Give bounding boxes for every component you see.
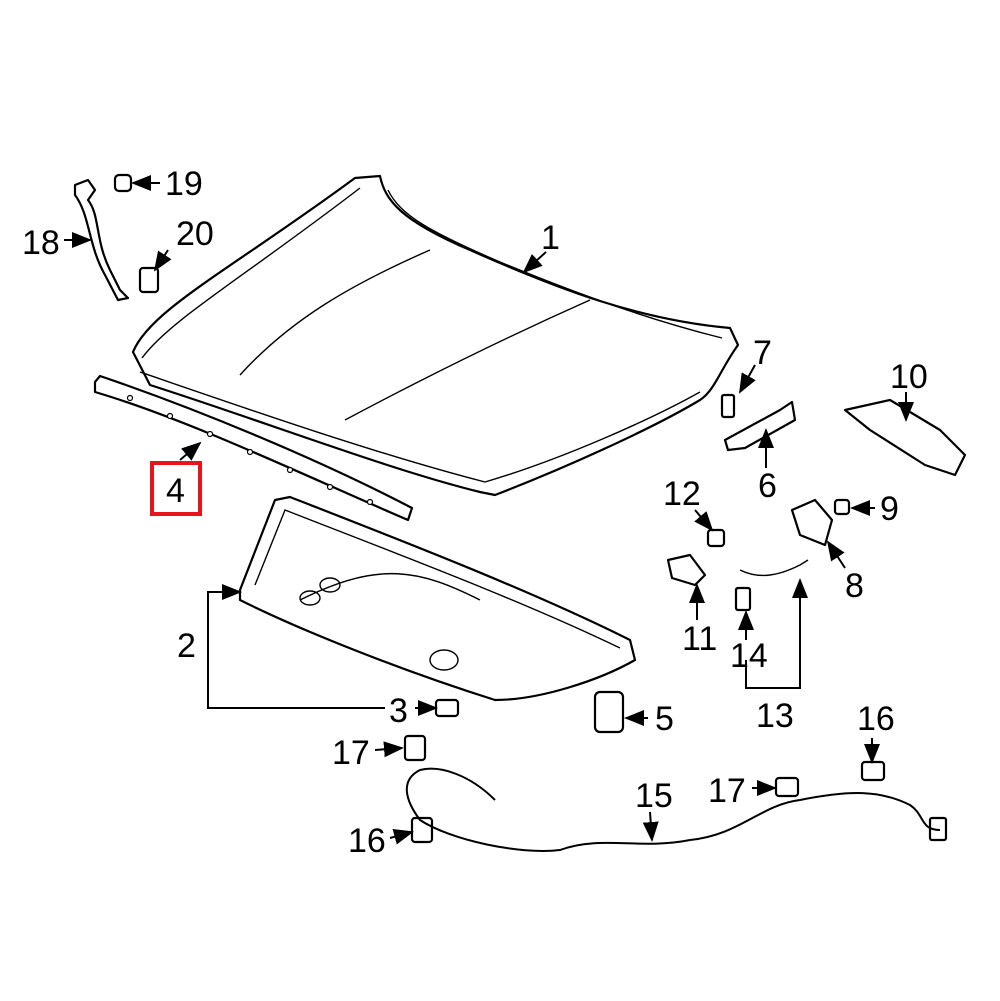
- callout-16-left[interactable]: 16: [348, 822, 386, 860]
- release-cable: [405, 767, 941, 852]
- callout-20[interactable]: 20: [176, 215, 214, 253]
- callout-5[interactable]: 5: [655, 700, 674, 738]
- small-parts: [73, 173, 967, 844]
- callout-10[interactable]: 10: [890, 358, 928, 396]
- leader-lines: [64, 175, 914, 845]
- callout-1[interactable]: 1: [541, 219, 560, 257]
- callout-6[interactable]: 6: [758, 467, 777, 505]
- callout-8[interactable]: 8: [845, 567, 864, 605]
- hood-insulator: [238, 495, 637, 702]
- callout-12[interactable]: 12: [663, 475, 701, 513]
- callout-3[interactable]: 3: [389, 692, 408, 730]
- callout-18[interactable]: 18: [22, 224, 60, 262]
- highlight-box: [150, 461, 202, 516]
- callout-labels: 1 2 3 4 5 6 7 8 9 10 11 12 13 14 15 16 1…: [22, 165, 928, 860]
- callout-17-right[interactable]: 17: [708, 772, 746, 810]
- hood-seal-strip: [93, 374, 414, 522]
- callout-11[interactable]: 11: [682, 620, 717, 658]
- callout-17-left[interactable]: 17: [332, 734, 370, 772]
- callout-16-right[interactable]: 16: [857, 700, 895, 738]
- callout-2[interactable]: 2: [177, 627, 196, 665]
- callout-15[interactable]: 15: [635, 777, 673, 815]
- hood-panel: [131, 174, 740, 497]
- callout-9[interactable]: 9: [880, 490, 899, 528]
- callout-7[interactable]: 7: [753, 334, 772, 372]
- callout-13[interactable]: 13: [756, 697, 794, 735]
- callout-19[interactable]: 19: [165, 165, 203, 203]
- callout-4[interactable]: 4: [166, 472, 185, 510]
- callout-14[interactable]: 14: [730, 637, 768, 675]
